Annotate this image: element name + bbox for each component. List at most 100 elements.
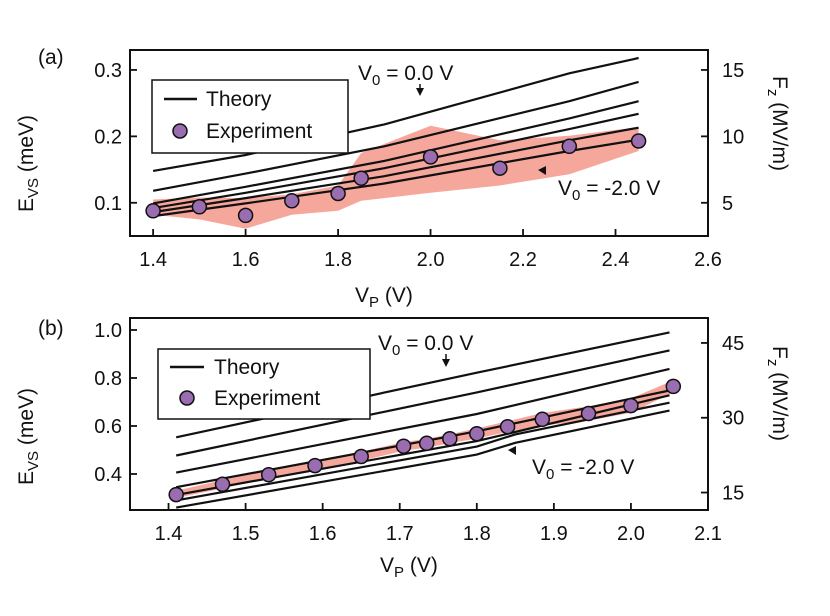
panel-b-x-tick-label: 1.7 (386, 523, 414, 545)
panel-a-legend-experiment: Experiment (206, 120, 312, 143)
panel-b-annotation-bottom: V0 = -2.0 V (508, 446, 634, 483)
panel-a-experiment-point (630, 133, 647, 149)
panel-b-y-ticks: 0.40.60.81.0 (94, 320, 137, 486)
panel-a-annotation-top-text: V0 = 0.0 V (358, 62, 453, 89)
panel-a-legend-box (151, 79, 349, 154)
panel-b-x-tick-label: 2.1 (694, 523, 722, 545)
panel-b-experiment-point (469, 425, 485, 442)
panel-b-annotation-bottom-arrowhead (508, 446, 516, 455)
panel-a-experiment-point (145, 203, 161, 219)
panel-b-annotation-top-text: V0 = 0.0 V (378, 332, 473, 359)
panel-b-experiment-point (214, 476, 231, 493)
panel-b-y-tick-label: 0.8 (94, 368, 122, 390)
panel-b-x-tick-label: 1.4 (155, 523, 183, 545)
panel-a-legend: Theory Experiment (151, 79, 349, 154)
panel-b-annotation-top-arrowhead (442, 359, 450, 367)
panel-b-legend-marker-swatch (179, 390, 195, 406)
panel-a-theory-line-4 (152, 112, 639, 210)
panel-b-legend-theory: Theory (214, 356, 280, 379)
panel-a-experiment-layer (145, 133, 647, 224)
panel-a-theory-layer (152, 56, 639, 218)
panel-a-theory-line-1 (152, 56, 639, 172)
panel-b-annotation-top: V0 = 0.0 V (378, 332, 473, 367)
panel-b-experiment-point (580, 405, 597, 422)
panel-b-annotation-bottom-text: V0 = -2.0 V (532, 456, 634, 483)
panel-a-y2-tick-label: 5 (722, 193, 733, 215)
panel-b-experiment-point (623, 397, 639, 414)
panel-a-annotation-top-arrowhead (416, 88, 424, 96)
panel-b-theory-line-7 (176, 409, 670, 509)
panel-b-experiment-point (307, 457, 323, 474)
panel-a-experiment-point (422, 149, 439, 165)
panel-a-y-tick-label: 0.2 (94, 126, 122, 148)
panel-b-letter: (b) (38, 317, 64, 340)
panel-a-experiment-point (492, 160, 508, 176)
panel-a-letter: (a) (38, 46, 64, 69)
panel-a-legend-marker-swatch (172, 123, 188, 139)
panel-a-experiment-point (353, 170, 369, 186)
panel-a-x-tick-label: 1.4 (139, 249, 167, 271)
panel-a-annotation-bottom: V0 = -2.0 V (538, 166, 660, 204)
panel-a: (a) 1.4 1.6 1.8 2.0 2.2 2.4 2.6 0.1 0.2 0.3 5 10 1… (15, 46, 791, 311)
panel-b-theory-line-2 (175, 349, 670, 457)
panel-a-y2-axis-label: Fz (MV/m) (764, 76, 791, 171)
panel-a-x-ticks: 1.4 1.6 1.8 2.0 2.2 2.4 2.6 (139, 229, 722, 271)
panel-b-legend-experiment: Experiment (214, 387, 320, 410)
panel-b-x-tick-label: 1.9 (540, 523, 568, 545)
panel-b-experiment-point (534, 411, 551, 428)
panel-a-experiment-point (561, 138, 578, 155)
panel-b-x-axis-label: VP (V) (380, 554, 438, 581)
panel-a-theory-line-5 (152, 126, 639, 214)
panel-a-y-tick-label: 0.1 (94, 193, 122, 215)
panel-a-x-tick-label: 2.2 (509, 249, 537, 271)
panel-b-experiment-point (260, 466, 277, 483)
panel-b-y-tick-label: 0.4 (94, 464, 122, 486)
panel-b-experiment-point (353, 448, 369, 465)
panel-a-plot-frame (129, 49, 709, 237)
panel-a-annotation-bottom-arrowhead (538, 166, 546, 175)
panel-a-theory-line-2 (152, 80, 639, 192)
panel-a-y2-tick-label: 10 (722, 126, 744, 148)
panel-a-legend-theory: Theory (206, 88, 272, 111)
panel-a-experiment-point (191, 199, 208, 215)
panel-a-experiment-point (237, 207, 254, 224)
panel-b-x-tick-label: 1.8 (463, 523, 491, 545)
panel-b-experiment-point (665, 378, 682, 395)
panel-b-plot-frame (129, 317, 709, 511)
panel-b-y2-axis-label: Fz (MV/m) (764, 346, 791, 441)
panel-a-x-tick-label: 2.4 (602, 249, 630, 271)
panel-b-experiment-layer (168, 378, 682, 503)
panel-a-annotation-top: V0 = 0.0 V (358, 62, 453, 96)
panel-a-annotation-bottom-text: V0 = -2.0 V (558, 177, 660, 204)
panel-b-y2-tick-label: 30 (722, 408, 744, 430)
panel-a-y2-ticks: 5 10 15 (701, 60, 744, 215)
panel-b-y2-tick-label: 15 (722, 483, 744, 505)
panel-a-x-tick-label: 2.6 (694, 249, 722, 271)
panel-a-experiment-point (330, 185, 346, 202)
panel-a-x-tick-label: 2.0 (417, 249, 445, 271)
panel-b-theory-line-3 (175, 367, 670, 474)
panel-b-x-tick-label: 1.6 (309, 523, 337, 545)
panel-b-y-tick-label: 0.6 (94, 416, 122, 438)
panel-a-y-ticks: 0.1 0.2 0.3 (94, 60, 137, 215)
panel-a-theory-line-3 (152, 100, 639, 205)
panel-b-experiment-point (395, 438, 412, 454)
panel-b-legend-box (157, 348, 371, 420)
panel-a-y-tick-label: 0.3 (94, 60, 122, 82)
panel-b-experiment-point (442, 430, 458, 447)
panel-a-theory-line-6 (152, 138, 639, 218)
panel-a-x-axis-label: VP (V) (355, 284, 413, 311)
panel-b-experiment-point (418, 435, 435, 452)
panel-a-x-tick-label: 1.8 (324, 249, 352, 271)
panel-b-x-tick-label: 1.5 (232, 523, 260, 545)
panel-b-experiment-point (499, 418, 516, 435)
panel-b-legend: Theory Experiment (157, 348, 371, 420)
panel-a-x-tick-label: 1.6 (232, 249, 260, 271)
panel-b-y-axis-label: EVS (meV) (15, 388, 42, 485)
panel-b-experiment-point (168, 486, 184, 503)
panel-a-y2-tick-label: 15 (722, 60, 744, 82)
